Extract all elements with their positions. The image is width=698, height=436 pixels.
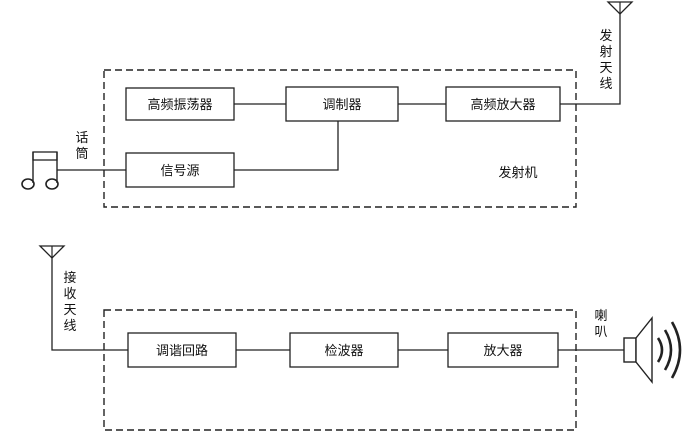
tuning-circuit-label: 调谐回路: [156, 343, 208, 359]
amplifier-label: 放大器: [483, 344, 522, 359]
microphone-label-char-1: 话: [75, 131, 88, 146]
wire-source-modulator: [234, 121, 339, 171]
transmitter-dashed-frame: [103, 69, 577, 208]
microphone-label-char-2: 筒: [75, 146, 88, 162]
speaker-label-char-2: 叭: [594, 325, 607, 340]
receiver-dashed-frame: [103, 309, 577, 431]
signal-source-label: 信号源: [160, 164, 199, 179]
wire-antenna-tuning: [51, 258, 128, 351]
detector-label: 检波器: [324, 344, 363, 359]
receive-antenna-label-char-1: 接: [63, 270, 76, 286]
receive-antenna-label-char-3: 天: [63, 303, 76, 318]
receive-antenna-icon: [38, 245, 66, 259]
amplifier-block: [447, 332, 559, 368]
tuning-circuit-block: [127, 332, 237, 368]
receive-antenna-label-char-4: 线: [63, 319, 76, 334]
detector-block: [289, 332, 399, 368]
speaker-icon: [623, 316, 682, 384]
hf-oscillator-label: 高频振荡器: [147, 97, 212, 113]
modulator-label: 调制器: [322, 98, 361, 113]
modulator-block: [285, 86, 399, 122]
transmit-antenna-label-char-4: 线: [599, 77, 612, 92]
hf-oscillator-block: [125, 87, 235, 121]
hf-amplifier-label: 高频放大器: [470, 97, 535, 113]
microphone-icon: [21, 151, 59, 190]
transmit-antenna-label-char-1: 发: [599, 28, 612, 44]
speaker-label-char-1: 喇: [594, 309, 607, 324]
hf-amplifier-block: [445, 86, 561, 122]
transmit-antenna-label-char-2: 射: [599, 44, 612, 60]
transmit-antenna-icon: [606, 1, 634, 15]
transmitter-title: 发射机: [498, 165, 537, 181]
transmit-antenna-label-char-3: 天: [599, 61, 612, 76]
wire-amplifier-antenna: [560, 14, 621, 105]
receive-antenna-label-char-2: 收: [63, 287, 76, 302]
signal-source-block: [125, 152, 235, 188]
